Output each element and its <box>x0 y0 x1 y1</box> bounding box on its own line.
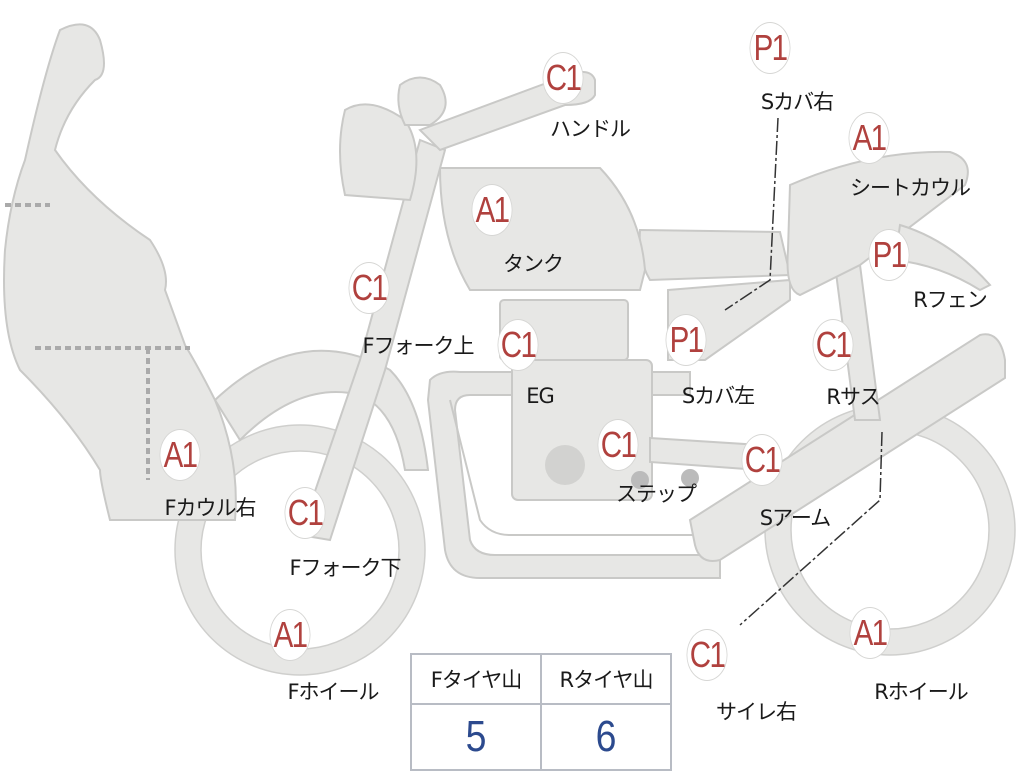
part-label: Sカバ左 <box>681 384 755 408</box>
grade-badge: C1 <box>542 52 584 104</box>
exhaust <box>426 370 721 579</box>
part-label: タンク <box>503 252 564 276</box>
part-label: Sアーム <box>759 506 831 530</box>
grade-badge: P1 <box>868 229 910 281</box>
grade-badge: C1 <box>348 262 390 314</box>
grade-badge: C1 <box>284 487 326 539</box>
seat-cowl <box>786 150 969 297</box>
front-fork <box>298 138 447 542</box>
grade-badge: C1 <box>497 319 539 371</box>
grade-badge: P1 <box>749 22 791 74</box>
part-label: Fホイール <box>287 680 379 704</box>
part-label: ハンドル <box>550 117 631 141</box>
front-wheel <box>175 425 425 675</box>
grade-badge: C1 <box>686 629 728 681</box>
rear-tire-value: 6 <box>549 703 663 771</box>
grade-badge: C1 <box>597 419 639 471</box>
part-label: Rホイール <box>874 680 969 704</box>
seat <box>638 228 792 282</box>
grade-badge: A1 <box>159 429 201 481</box>
swing-arm <box>688 333 1006 562</box>
rear-tire-header: Rタイヤ山 <box>540 653 672 705</box>
part-label: ステップ <box>616 482 697 506</box>
part-label: シートカウル <box>850 176 971 200</box>
front-cowl <box>3 23 237 521</box>
grade-badge: P1 <box>665 314 707 366</box>
front-tire-value: 5 <box>419 703 533 771</box>
part-label: Sカバ右 <box>760 90 834 114</box>
part-label: サイレ右 <box>716 700 797 724</box>
grade-badge: A1 <box>848 112 890 164</box>
grade-badge: A1 <box>471 184 513 236</box>
part-label: Fフォーク下 <box>289 556 401 580</box>
part-label: EG <box>526 384 555 408</box>
tire-tread-table: Fタイヤ山 Rタイヤ山 5 6 <box>410 653 672 771</box>
headlight <box>339 103 418 202</box>
grade-badge: A1 <box>269 609 311 661</box>
grade-badge: C1 <box>812 319 854 371</box>
front-tire-header: Fタイヤ山 <box>410 653 542 705</box>
part-label: Fカウル右 <box>164 496 256 520</box>
rear-fender <box>893 223 992 292</box>
part-label: Rフェン <box>913 288 988 312</box>
grade-badge: A1 <box>849 607 891 659</box>
part-label: Rサス <box>826 385 880 409</box>
grade-badge: C1 <box>741 434 783 486</box>
part-label: Fフォーク上 <box>362 334 474 358</box>
